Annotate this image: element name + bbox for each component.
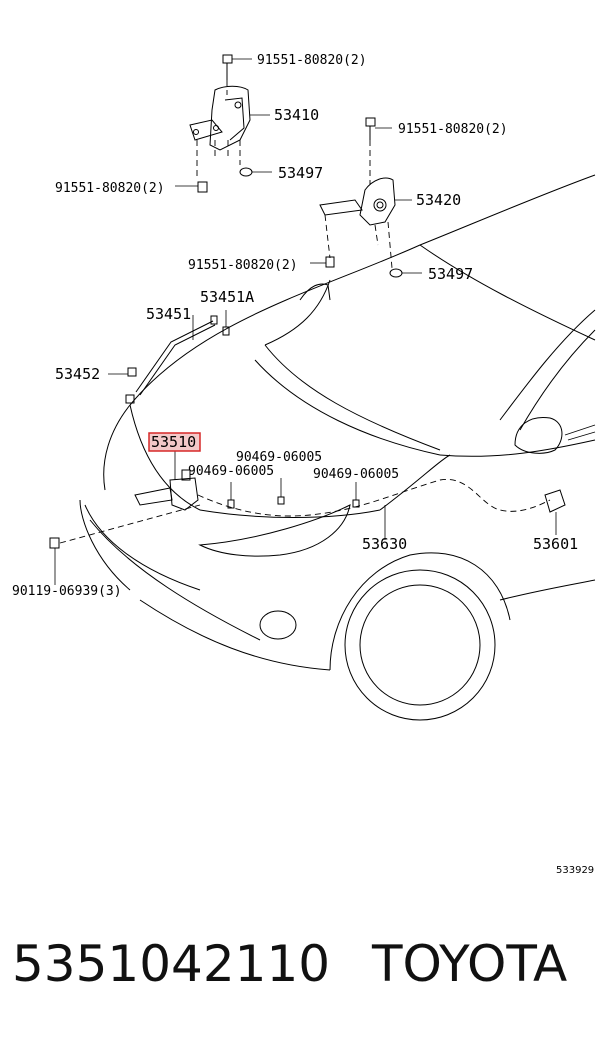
label-bolt-left: 91551-80820(2) bbox=[55, 181, 165, 196]
label-prop-rod: 53451 bbox=[146, 305, 191, 323]
label-bolt-right-top: 91551-80820(2) bbox=[398, 122, 508, 137]
label-release-lever: 53601 bbox=[533, 535, 578, 553]
front-bolt bbox=[49, 504, 201, 585]
label-lock: 53510 bbox=[151, 433, 196, 451]
label-cushion-left: 53497 bbox=[278, 164, 323, 182]
label-prop-clip: 53451A bbox=[200, 288, 254, 306]
hood-hinge-right bbox=[319, 117, 403, 278]
car-body-outline bbox=[79, 174, 596, 721]
hood-prop-rod bbox=[125, 310, 230, 404]
hood-lock bbox=[134, 448, 551, 517]
label-clip-a: 90469-06005 bbox=[236, 450, 322, 465]
part-number: 5351042110 bbox=[12, 935, 331, 993]
label-cushion-right: 53497 bbox=[428, 265, 473, 283]
release-lever bbox=[544, 489, 566, 535]
brand-name: TOYOTA bbox=[372, 935, 568, 993]
label-bolt-right-bottom: 91551-80820(2) bbox=[188, 258, 298, 273]
label-clip-b: 90469-06005 bbox=[188, 464, 274, 479]
lock-highlight-box bbox=[148, 432, 201, 452]
label-hinge-right: 53420 bbox=[416, 191, 461, 209]
label-clip-c: 90469-06005 bbox=[313, 467, 399, 482]
diagram-code: 533929 bbox=[556, 865, 594, 876]
label-prop-holder: 53452 bbox=[55, 365, 100, 383]
label-cable: 53630 bbox=[362, 535, 407, 553]
label-bolt-top: 91551-80820(2) bbox=[257, 53, 367, 68]
hood-hinge-left bbox=[189, 54, 253, 193]
label-bolt-front: 90119-06939(3) bbox=[12, 584, 122, 599]
label-hinge-left: 53410 bbox=[274, 106, 319, 124]
parts-diagram: 91551-80820(2) 53410 53497 91551-80820(2… bbox=[12, 53, 596, 876]
leader-lines bbox=[108, 58, 422, 540]
